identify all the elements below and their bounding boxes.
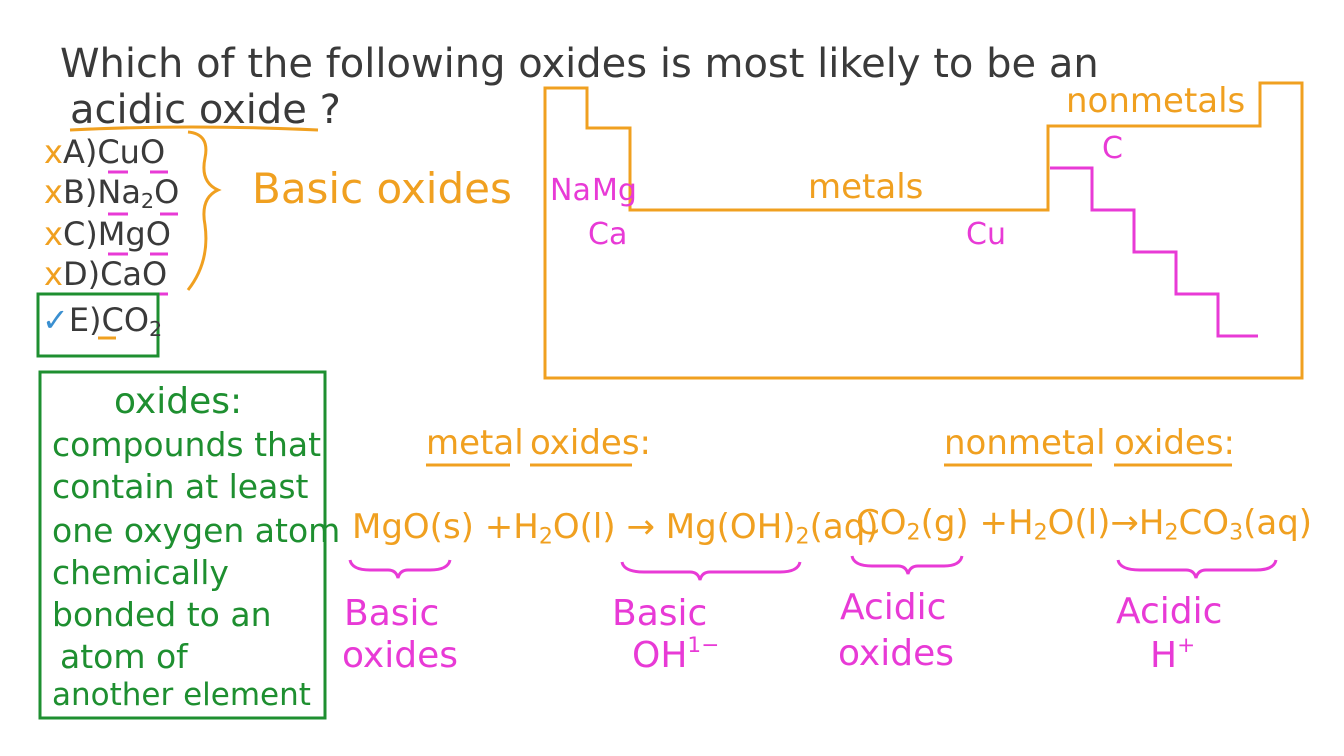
mgoh2-product: Mg(OH)2(aq) <box>665 507 879 550</box>
definition-line-3: one oxygen atom <box>52 511 341 550</box>
co2-reactant: CO2(g) <box>856 503 969 546</box>
option-c-mark: x <box>44 215 63 253</box>
nonmetal-oxide-equation: CO2(g) +H2O(l)→H2CO3(aq) <box>856 503 1313 546</box>
option-a-formula: CuO <box>97 133 166 171</box>
element-cu: Cu <box>966 217 1006 252</box>
metalloid-staircase <box>1050 166 1258 338</box>
metal-oxide-equation: MgO(s) +H2O(l) → Mg(OH)2(aq) <box>352 507 879 550</box>
metals-label: metals <box>808 167 924 207</box>
metal-heading: metal <box>426 423 524 463</box>
water: H2O(l) <box>1008 503 1111 546</box>
nonmetal-heading: nonmetal <box>944 423 1106 463</box>
check-icon: ✓ <box>42 301 69 339</box>
mgo-brace <box>348 559 452 579</box>
acidic-oxides-tag-line-2: oxides <box>838 633 954 674</box>
reaction-arrow: → <box>1110 503 1139 543</box>
option-b-mark: x <box>44 173 63 211</box>
element-mg: Mg <box>592 173 637 208</box>
definition-box <box>38 370 327 720</box>
option-a-label: A) <box>62 133 98 171</box>
definition-line-7: another element <box>52 677 311 713</box>
option-d: xD)CaO <box>44 258 167 290</box>
plus-sign: + <box>484 507 514 547</box>
co2-brace <box>850 555 964 575</box>
definition-line-1: compounds that <box>52 425 322 464</box>
plus-sign: + <box>979 503 1009 543</box>
definition-title: oxides: <box>114 381 243 422</box>
basic-oh-tag-line-2: OH1− <box>632 632 720 676</box>
option-a-mark: x <box>44 133 63 171</box>
basic-oh-tag-line-1: Basic <box>612 593 708 634</box>
basic-oxides-label: Basic oxides <box>252 164 512 213</box>
water: H2O(l) <box>513 507 616 550</box>
nonmetals-label: nonmetals <box>1066 81 1246 121</box>
h2co3-brace <box>1116 559 1278 579</box>
answer-box <box>36 292 160 358</box>
definition-line-2: contain at least <box>52 467 309 506</box>
h2co3-product: H2CO3(aq) <box>1138 503 1313 546</box>
question-line-1: Which of the following oxides is most li… <box>60 41 1099 87</box>
option-c-label: C) <box>62 215 98 253</box>
option-b-formula: Na2O <box>97 173 180 214</box>
acidic-oxide-underline <box>69 125 319 132</box>
basic-oxides-brace <box>186 130 222 291</box>
definition-line-5: bonded to an <box>52 595 272 634</box>
definition-line-4: chemically <box>52 553 229 592</box>
option-e: ✓E)CO2 <box>42 301 163 342</box>
periodic-table-outline <box>543 81 1304 380</box>
basic-oxides-tag-line-1: Basic <box>344 593 440 634</box>
option-a: xA)CuO <box>44 136 165 168</box>
option-c: xC)MgO <box>44 218 171 250</box>
element-ca: Ca <box>588 217 628 252</box>
option-d-formula: CaO <box>100 255 168 293</box>
option-d-mark: x <box>44 255 63 293</box>
nonmetal-oxides-heading: oxides: <box>1114 423 1235 463</box>
element-c: C <box>1102 131 1123 166</box>
acidic-oxides-tag-line-1: Acidic <box>840 587 947 628</box>
option-e-formula: CO2 <box>101 301 163 342</box>
question-line-2: acidic oxide ? <box>70 87 341 133</box>
option-d-label: D) <box>62 255 101 293</box>
option-c-formula: MgO <box>97 215 171 253</box>
element-na: Na <box>550 173 591 208</box>
acidic-h-tag-line-2: H+ <box>1150 632 1196 676</box>
metal-oxides-heading: oxides: <box>530 423 651 463</box>
basic-oxides-tag-line-2: oxides <box>342 635 458 676</box>
option-b: xB)Na2O <box>44 173 180 214</box>
acidic-h-tag-line-1: Acidic <box>1116 591 1223 632</box>
mgo-reactant: MgO(s) <box>352 507 474 547</box>
definition-line-6: atom of <box>60 637 188 676</box>
option-b-label: B) <box>62 173 98 211</box>
reaction-arrow: → <box>626 507 655 547</box>
option-e-label: E) <box>68 301 102 339</box>
mgoh2-brace <box>620 561 802 581</box>
